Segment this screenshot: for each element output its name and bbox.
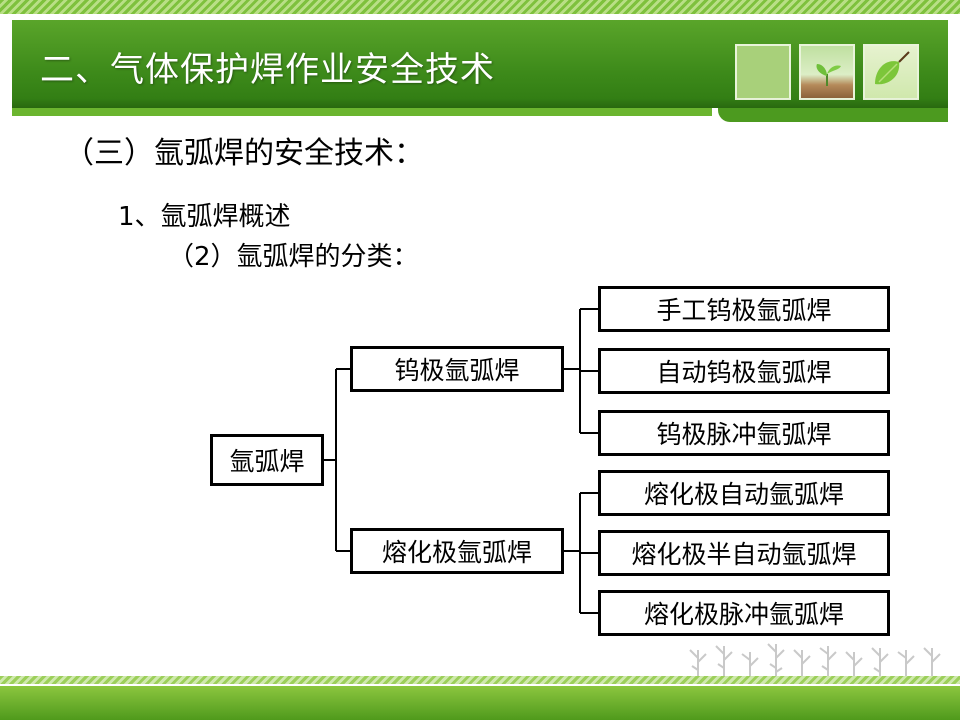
footer-band xyxy=(0,686,960,720)
top-stripe-decoration xyxy=(0,0,960,14)
leaf-node: 手工钨极氩弧焊 xyxy=(598,286,890,332)
leaf-node: 熔化极半自动氩弧焊 xyxy=(598,530,890,576)
sprout-icon xyxy=(816,64,841,86)
classification-heading: （2）氩弧焊的分类： xyxy=(168,242,419,272)
footer-stripe-decoration xyxy=(0,676,960,684)
subsection-heading: 1、氩弧焊概述 xyxy=(118,202,291,232)
leaf-node: 自动钨极氩弧焊 xyxy=(598,348,890,394)
slide-title: 二、气体保护焊作业安全技术 xyxy=(40,50,495,90)
leaf-image xyxy=(863,44,919,100)
plain-green-thumbnail xyxy=(735,44,791,100)
branch-node-tungsten: 钨极氩弧焊 xyxy=(350,346,564,392)
leaf-node: 熔化极脉冲氩弧焊 xyxy=(598,590,890,636)
title-underbar xyxy=(12,108,948,122)
tree-root-node: 氩弧焊 xyxy=(210,434,324,486)
title-banner: 二、气体保护焊作业安全技术 xyxy=(12,20,948,108)
leaf-node: 熔化极自动氩弧焊 xyxy=(598,470,890,516)
section-heading: （三）氩弧焊的安全技术： xyxy=(64,136,424,171)
leaf-node: 钨极脉冲氩弧焊 xyxy=(598,410,890,456)
leaf-icon xyxy=(875,51,910,85)
branch-node-consumable: 熔化极氩弧焊 xyxy=(350,528,564,574)
